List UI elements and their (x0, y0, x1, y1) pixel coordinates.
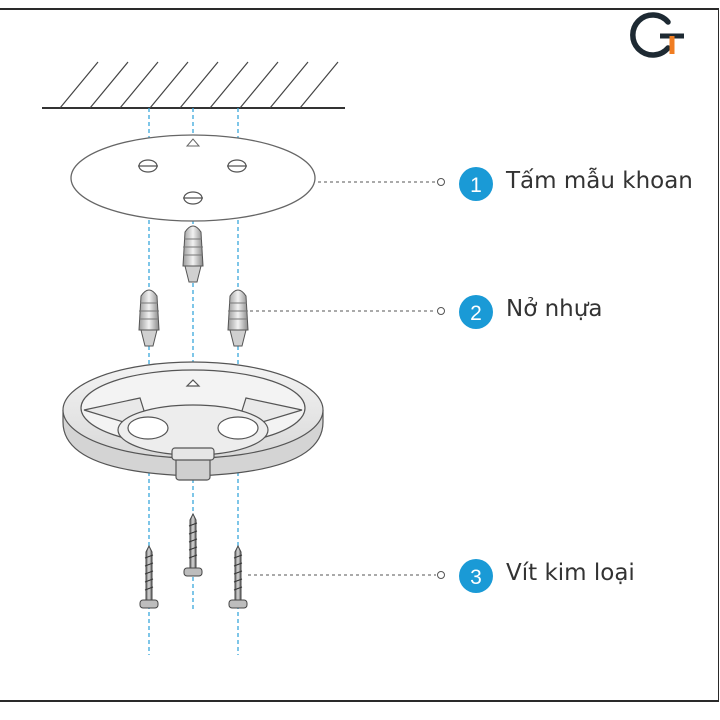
metal-screws (139, 512, 248, 609)
anchor-left (138, 289, 160, 347)
badge-1-number: 1 (470, 174, 482, 197)
drill-template-plate (70, 134, 316, 222)
badge-2-number: 2 (470, 302, 482, 325)
badge-3: 3 (459, 559, 493, 593)
anchor-right (227, 289, 249, 347)
label-drill-template: Tấm mẫu khoan (506, 168, 693, 194)
label-metal-screw: Vít kim loại (506, 560, 635, 586)
label-plastic-anchor: Nở nhựa (506, 296, 603, 322)
badge-2: 2 (459, 295, 493, 329)
plastic-anchors (138, 225, 249, 347)
leader-lines (248, 181, 436, 576)
mounting-base (62, 361, 324, 481)
screw-left (139, 544, 159, 609)
brand-logo (630, 12, 684, 58)
ceiling (42, 61, 345, 109)
leader-end-circles (437, 178, 445, 579)
badge-1: 1 (459, 167, 493, 201)
badge-3-number: 3 (470, 566, 482, 589)
image-frame (0, 8, 719, 702)
screw-center (183, 512, 203, 577)
screw-right (228, 544, 248, 609)
anchor-center (182, 225, 204, 283)
